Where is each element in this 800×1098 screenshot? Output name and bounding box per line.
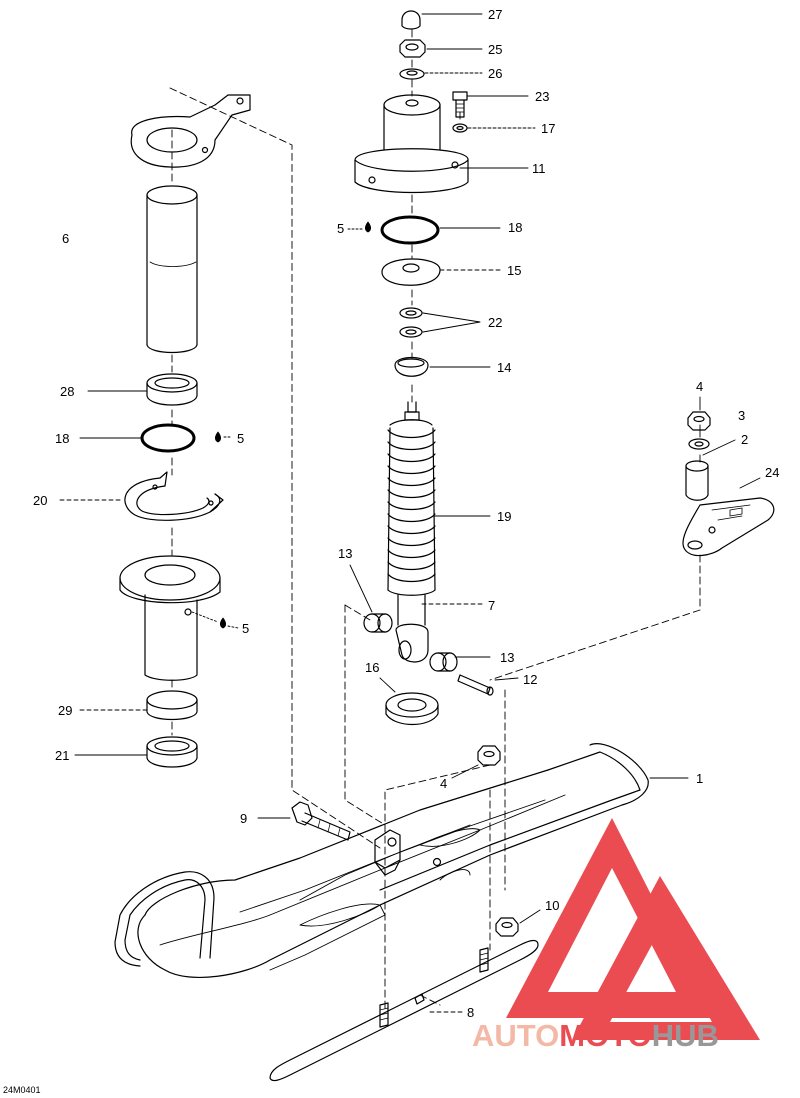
watermark-moto: MOTO — [559, 1018, 651, 1053]
callout-6: 6 — [62, 231, 69, 246]
cup-14 — [394, 356, 429, 377]
callout-8: 8 — [467, 1005, 474, 1020]
callout-25: 25 — [488, 42, 502, 57]
ski-1 — [137, 743, 649, 979]
washer-17 — [452, 123, 468, 133]
circlip-20 — [124, 471, 224, 521]
watermark-triangle-outer — [506, 818, 714, 1018]
callout-5-lower: 5 — [242, 621, 249, 636]
callout-14: 14 — [497, 360, 511, 375]
callout-18-left: 18 — [55, 431, 69, 446]
washer-3 — [688, 438, 710, 450]
spacer-16 — [385, 692, 439, 725]
callout-22: 22 — [488, 315, 502, 330]
drawing-code: 24M0401 — [3, 1085, 41, 1095]
watermark-logo: AUTOMOTOHUB — [472, 818, 760, 1053]
callout-1: 1 — [696, 771, 703, 786]
o-ring-18-center — [380, 215, 440, 245]
callout-2: 2 — [741, 432, 748, 447]
callout-13-upper: 13 — [338, 546, 352, 561]
shock-mount-11 — [354, 94, 469, 194]
callout-18-center: 18 — [508, 220, 522, 235]
bolt-9 — [291, 801, 351, 841]
retaining-plate — [130, 94, 251, 168]
watermark-triangle-inner — [572, 876, 760, 1040]
callout-17: 17 — [541, 121, 555, 136]
callout-24: 24 — [765, 465, 779, 480]
callout-labels: 27 25 26 23 17 11 18 5 15 22 14 6 28 18 … — [33, 7, 779, 1020]
spindle-housing — [119, 555, 221, 681]
spindle-tube — [146, 185, 198, 354]
callout-20: 20 — [33, 493, 47, 508]
callout-12: 12 — [523, 672, 537, 687]
plate-15 — [381, 258, 441, 286]
callout-10: 10 — [545, 898, 559, 913]
nut-4-lower — [477, 745, 501, 766]
bushing-29 — [146, 690, 198, 721]
callout-19: 19 — [497, 509, 511, 524]
cap-27 — [401, 10, 421, 30]
bracket-24 — [682, 497, 775, 557]
callout-26: 26 — [488, 66, 502, 81]
callout-15: 15 — [507, 263, 521, 278]
grease-symbols — [214, 221, 372, 629]
callout-9: 9 — [240, 811, 247, 826]
spacer-2 — [685, 460, 709, 501]
callout-4-lower: 4 — [440, 776, 447, 791]
watermark-auto: AUTO — [472, 1018, 559, 1053]
callout-23: 23 — [535, 89, 549, 104]
washer-26 — [399, 68, 425, 80]
bushing-13-upper — [363, 613, 393, 633]
wear-bar-8 — [269, 939, 539, 1082]
watermark-text: AUTOMOTOHUB — [472, 1018, 719, 1053]
bolt-23 — [452, 91, 468, 118]
shock-absorber-19 — [387, 401, 436, 663]
callout-3: 3 — [738, 408, 745, 423]
callout-13-lower: 13 — [500, 650, 514, 665]
bushing-28 — [146, 373, 198, 406]
callout-5-left: 5 — [237, 431, 244, 446]
watermark-hub: HUB — [652, 1018, 719, 1053]
nut-10 — [495, 917, 519, 937]
callout-4-upper: 4 — [696, 379, 703, 394]
leader-lines — [59, 13, 761, 1013]
bushing-13-lower — [429, 652, 458, 672]
callout-29: 29 — [58, 703, 72, 718]
pin-12 — [457, 674, 494, 696]
callout-28: 28 — [60, 384, 74, 399]
o-ring-18-left — [140, 423, 196, 453]
callout-16: 16 — [365, 660, 379, 675]
callout-21: 21 — [55, 748, 69, 763]
ski-loop-handle — [114, 871, 215, 967]
callout-11: 11 — [532, 161, 546, 176]
nut-25 — [399, 39, 426, 58]
callout-7: 7 — [488, 598, 495, 613]
washers-22 — [399, 307, 423, 338]
nut-4-upper — [687, 411, 711, 431]
bushing-21 — [146, 736, 198, 768]
ski-mounting-legs — [374, 829, 442, 876]
callout-5-center: 5 — [337, 221, 344, 236]
callout-27: 27 — [488, 7, 502, 22]
